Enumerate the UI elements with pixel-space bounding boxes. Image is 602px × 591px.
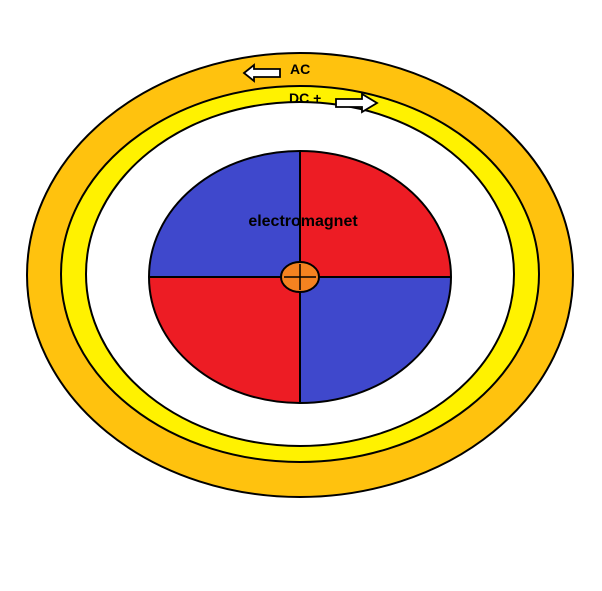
electromagnet-label: electromagnet (248, 213, 358, 230)
electromagnet-disc (148, 150, 452, 404)
quadrant-top-right (300, 151, 451, 277)
right-arrow-icon (335, 92, 379, 114)
quadrant-bottom-left (149, 277, 300, 403)
left-arrow-icon (242, 63, 281, 83)
quadrant-top-left (149, 151, 300, 277)
ac-label: AC (290, 61, 310, 77)
circle-cross-icon (280, 261, 320, 293)
quadrant-bottom-right (300, 277, 451, 403)
dc-label: DC + (289, 90, 321, 106)
